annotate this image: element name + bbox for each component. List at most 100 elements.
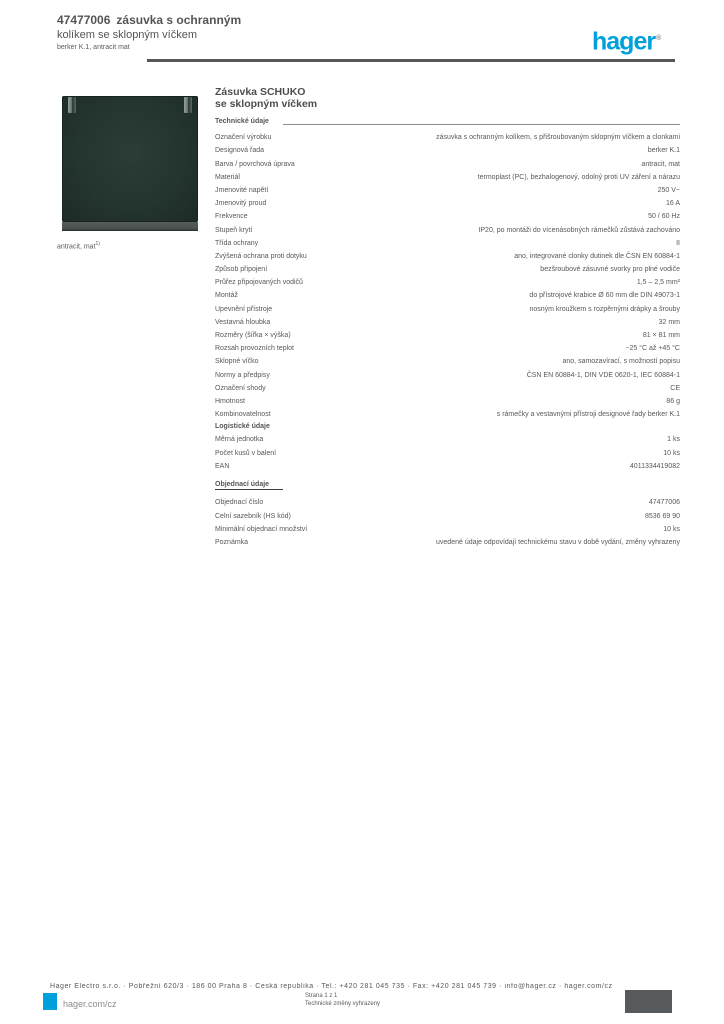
spec-row: Vestavná hloubka 32 mm — [215, 313, 680, 326]
spec-value: uvedené údaje odpovídají technickému sta… — [436, 538, 680, 546]
spec-value: 86 g — [666, 397, 680, 405]
header-desc-1: zásuvka s ochranným — [116, 13, 242, 27]
spec-section-header: Logistické údaje — [215, 423, 270, 431]
spec-row: EAN 4011334419082 — [215, 457, 680, 470]
spec-value: 4011334419082 — [629, 462, 680, 470]
technical-data-label: Technické údaje — [215, 118, 269, 125]
spec-label: EAN — [215, 462, 230, 470]
spec-value: 10 ks — [663, 525, 680, 533]
spec-label: Sklopné víčko — [215, 358, 259, 366]
spec-row: Objednací číslo 47477006 — [215, 493, 680, 506]
footer-website-link[interactable]: hager.com/cz — [63, 998, 117, 1009]
hinge-right-icon — [184, 97, 192, 113]
spec-row: Frekvence 50 / 60 Hz — [215, 207, 680, 220]
spec-value: 50 / 60 Hz — [648, 213, 680, 221]
technical-data-rule — [283, 124, 680, 125]
spec-row: Designová řada berker K.1 — [215, 141, 680, 154]
spec-table: Označení výrobku zásuvka s ochranným kolí… — [215, 128, 680, 546]
spec-value: nosným kroužkem s rozpěrnými drápky a šr… — [529, 305, 680, 313]
spec-label: Designová řada — [215, 147, 265, 155]
spec-value: CE — [670, 384, 680, 392]
spec-value: 1 ks — [667, 436, 680, 444]
spec-label: Označení shody — [215, 384, 266, 392]
spec-row: Označení shody CE — [215, 379, 680, 392]
hinge-left-icon — [68, 97, 76, 113]
spec-label: Celní sazebník (HS kód) — [215, 512, 291, 520]
page-title: Zásuvka SCHUKO se sklopným víčkem — [215, 86, 515, 110]
spec-label: Kombinovatelnost — [215, 411, 271, 419]
product-photo — [62, 96, 198, 235]
spec-value: antracit, mat — [641, 160, 680, 168]
product-caption-text: antracit, mat — [57, 243, 96, 251]
spec-value: berker K.1 — [647, 147, 680, 155]
spec-label: Hmotnost — [215, 397, 245, 405]
header-desc-3: berker K.1, antracit mat — [57, 44, 130, 51]
spec-label: Upevnění přístroje — [215, 305, 273, 313]
spec-value: s rámečky a vestavnými přístroji designo… — [496, 411, 680, 419]
product-caption-footnote: 1) — [95, 241, 100, 247]
header-product-block: 47477006 zásuvka s ochranným kolíkem se s… — [57, 13, 267, 51]
spec-row: Kombinovatelnost s rámečky a vestavnými p… — [215, 405, 680, 418]
spec-row: Celní sazebník (HS kód) 8536 69 90 — [215, 506, 680, 520]
spec-label: Zvýšená ochrana proti dotyku — [215, 252, 307, 260]
header-divider-rule — [147, 59, 675, 62]
spec-value: 8536 69 90 — [644, 512, 680, 520]
footer-address-line: Hager Electro s.r.o. · Pobřežní 620/3 · … — [50, 983, 613, 990]
spec-value: 16 A — [665, 200, 680, 208]
spec-label: Normy a předpisy — [215, 371, 270, 379]
header-desc-2: kolíkem se sklopným víčkem — [57, 29, 197, 41]
product-base-strip — [62, 222, 198, 231]
spec-row: Rozsah provozních teplot −25 °C až +45 °C — [215, 339, 680, 352]
spec-label: Způsob připojení — [215, 266, 268, 274]
footer-website-box: hager.com/cz — [57, 992, 168, 1015]
spec-label: Označení výrobku — [215, 134, 272, 142]
spec-row: Třída ochrany II — [215, 234, 680, 247]
header-order-line: 47477006 zásuvka s ochranným — [57, 13, 267, 27]
spec-value: IP20, po montáži do vícenásobných rámečk… — [478, 226, 680, 234]
spec-value: −25 °C až +45 °C — [625, 345, 680, 353]
footer-page-box — [625, 990, 672, 1013]
spec-row: Jmenovitý proud 16 A — [215, 194, 680, 207]
spec-row: Normy a předpisy ČSN EN 60884-1, DIN VDE … — [215, 365, 680, 379]
spec-label: Třída ochrany — [215, 239, 259, 247]
spec-value: 250 V~ — [657, 186, 680, 194]
spec-section-header: Objednací údaje — [215, 480, 270, 488]
spec-value: 10 ks — [663, 449, 680, 457]
spec-row: Sklopné víčko ano, samozavírací, s možnos… — [215, 352, 680, 365]
title-line-1: Zásuvka SCHUKO — [215, 86, 306, 98]
hager-logo-text: hager — [592, 27, 656, 56]
spec-value: zásuvka s ochranným kolíkem, s přišroubo… — [436, 134, 680, 142]
spec-value: ano, samozavírací, s možností popisu — [562, 358, 681, 366]
spec-value: bezšroubové zásuvné svorky pro plné vodi… — [540, 266, 680, 274]
spec-value: 32 mm — [658, 318, 680, 326]
order-number: 47477006 — [57, 13, 111, 27]
spec-row: Jmenovité napětí 250 V~ — [215, 181, 680, 194]
spec-label: Rozsah provozních teplot — [215, 345, 294, 353]
spec-label: Frekvence — [215, 213, 248, 221]
spec-label: Objednací číslo — [215, 499, 264, 507]
spec-value: ano, integrované clonky dutinek dle ČSN … — [514, 252, 680, 260]
registered-mark-icon: ® — [656, 35, 662, 42]
spec-value: ČSN EN 60884-1, DIN VDE 0620-1, IEC 6088… — [526, 371, 680, 379]
spec-row: Barva / povrchová úprava antracit, mat — [215, 154, 680, 168]
spec-label: Jmenovité napětí — [215, 186, 269, 194]
spec-row: Hmotnost 86 g — [215, 392, 680, 405]
spec-label: Barva / povrchová úprava — [215, 160, 295, 168]
spec-label: Vestavná hloubka — [215, 318, 271, 326]
spec-section-underline — [215, 488, 283, 491]
title-line-2: se sklopným víčkem — [215, 98, 318, 110]
spec-value: II — [676, 239, 680, 247]
spec-value: 47477006 — [648, 499, 680, 507]
hager-logo: hager® — [592, 26, 661, 54]
spec-row: Označení výrobku zásuvka s ochranným kolí… — [215, 128, 680, 141]
spec-label: Jmenovitý proud — [215, 200, 267, 208]
spec-label: Poznámka — [215, 538, 249, 546]
footer-page-indicator: Strana 1 z 1 — [305, 993, 338, 999]
spec-label: Montáž — [215, 292, 238, 300]
